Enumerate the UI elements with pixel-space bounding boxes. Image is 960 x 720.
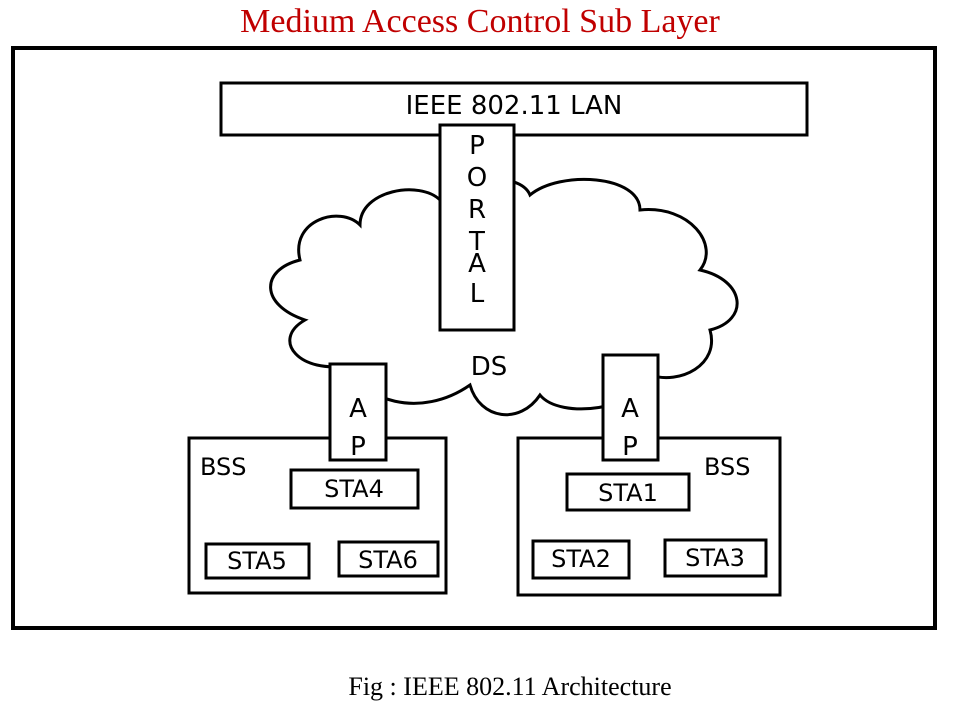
station-box — [531, 539, 631, 580]
station-box — [663, 538, 768, 578]
portal-letter: T — [468, 227, 485, 257]
bss-right-label: BSS — [704, 453, 751, 481]
station-label: STA5 — [227, 547, 287, 575]
station-label: STA2 — [551, 545, 611, 573]
station-label: STA1 — [598, 479, 658, 507]
station-label: STA3 — [685, 544, 745, 572]
portal-letter: R — [468, 195, 486, 225]
portal-box — [438, 123, 516, 332]
ap-right-letter: P — [622, 432, 638, 462]
ap-right-letter: A — [621, 394, 639, 424]
portal-letter: A — [468, 249, 486, 279]
portal-letter: O — [467, 163, 487, 193]
station-box — [565, 472, 691, 512]
ap-right-box — [601, 353, 660, 462]
station-label: STA4 — [324, 475, 384, 503]
page-title: Medium Access Control Sub Layer — [240, 3, 720, 40]
station-box — [204, 542, 311, 580]
lan-label: IEEE 802.11 LAN — [406, 91, 623, 121]
portal-letter: L — [470, 279, 485, 309]
figure-caption-text: Fig : IEEE 802.11 Architecture — [348, 672, 672, 701]
bss-left-label: BSS — [200, 453, 247, 481]
ap-left-letter: A — [349, 394, 367, 424]
portal-letter: P — [469, 131, 485, 161]
figure-caption: Fig : IEEE 802.11 Architecture — [0, 672, 960, 702]
station-box — [337, 540, 440, 578]
station-box — [289, 468, 420, 510]
ap-left-letter: P — [350, 432, 366, 462]
outer-frame — [11, 46, 937, 630]
station-label: STA6 — [358, 546, 418, 574]
portal-label: P O R T A L — [467, 131, 487, 309]
ap-left-box — [328, 362, 388, 462]
ds-label: DS — [471, 352, 508, 382]
